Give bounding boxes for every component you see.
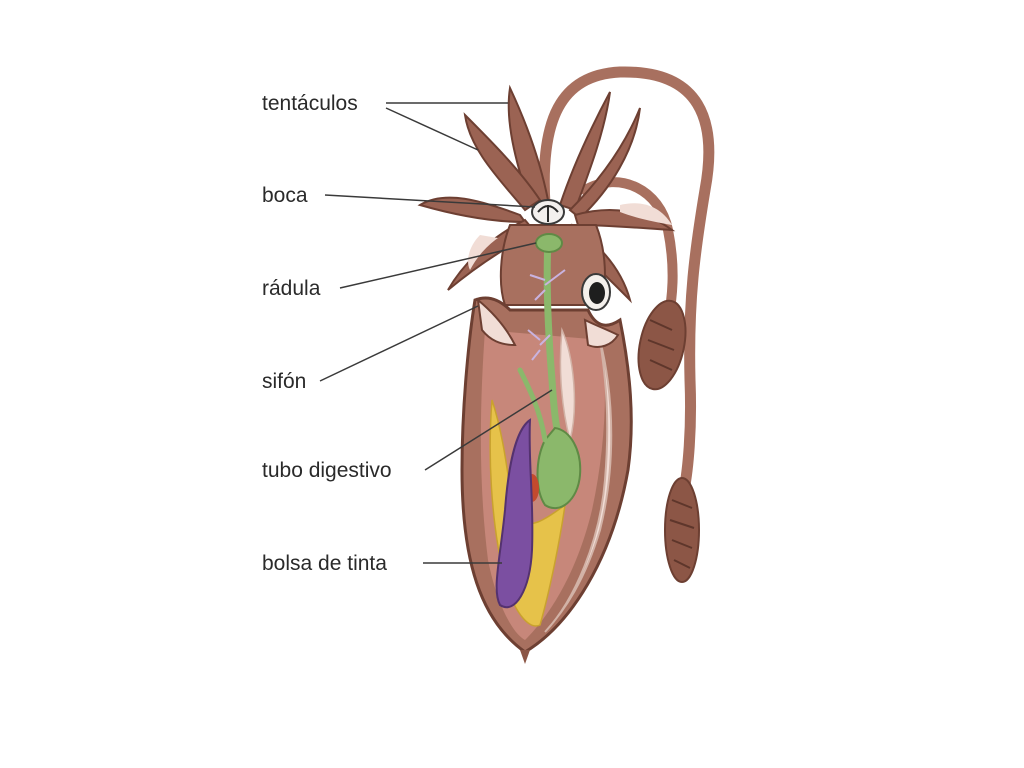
label-tentaculos: tentáculos [262,92,358,115]
label-boca: boca [262,184,308,207]
collar-right [583,318,620,348]
tentacle-club-lower [664,477,700,583]
siphon [476,297,517,347]
nerve-branches [527,269,566,361]
label-tubo-digestivo: tubo digestivo [262,459,392,482]
club-texture-lines [647,319,695,569]
ink-sac [495,418,534,608]
long-tentacle-right [538,66,715,496]
arm-lining-right [620,203,672,225]
label-sifon: sifón [262,370,307,393]
label-radula: rádula [262,277,321,300]
arm-lining-left [468,235,498,270]
esophagus [543,236,564,444]
leader-lines [319,102,553,564]
label-bolsa-de-tinta: bolsa de tinta [262,552,387,575]
gladius [544,339,613,633]
mantle-tip [520,650,530,664]
stomach [536,426,582,510]
buccal-mass [535,233,563,253]
eye-pupil [589,282,605,304]
beak-detail [537,205,559,222]
